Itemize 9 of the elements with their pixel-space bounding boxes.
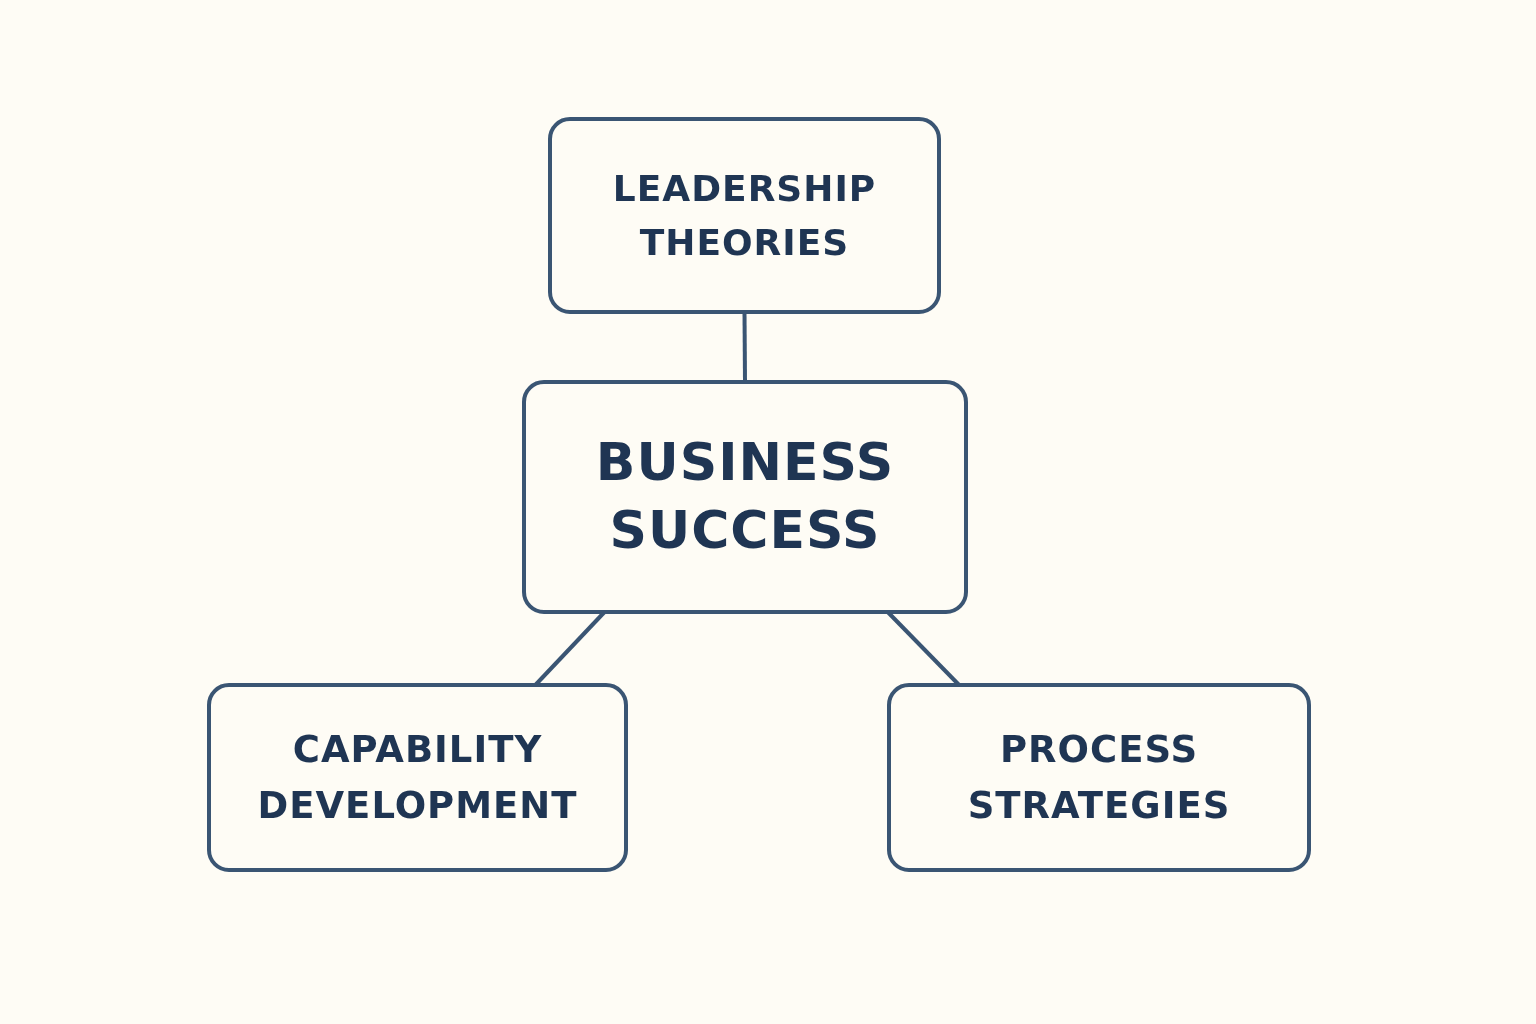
box-label: BUSINESS SUCCESS: [594, 431, 896, 562]
box-label: CAPABILITY DEVELOPMENT: [256, 727, 579, 829]
concept-box: [887, 683, 1311, 872]
concept-box: [548, 117, 941, 314]
box-label: LEADERSHIP THEORIES: [611, 166, 878, 265]
concept-box: [522, 380, 968, 614]
box-label: PROCESS STRATEGIES: [966, 727, 1232, 829]
connector-line: [742, 312, 747, 382]
concept-box: [207, 683, 628, 872]
